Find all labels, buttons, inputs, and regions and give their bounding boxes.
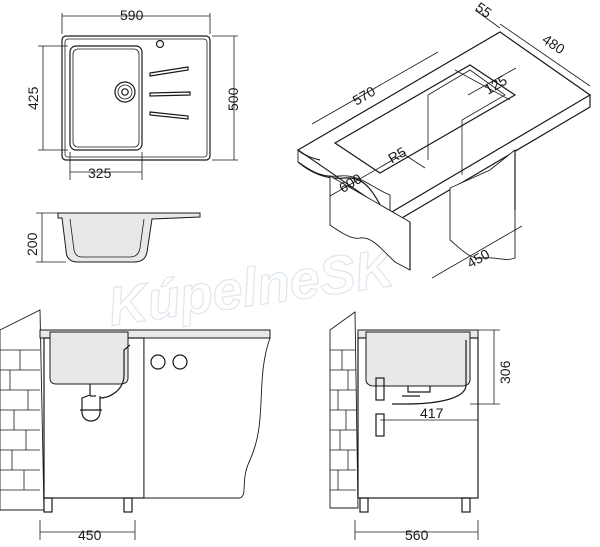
side-trap-lower bbox=[375, 413, 385, 437]
side-leg-right bbox=[461, 497, 471, 513]
dim-560: 560 bbox=[405, 527, 429, 543]
side-view: 306 417 560 bbox=[329, 311, 513, 543]
dim-570: 570 bbox=[350, 83, 378, 109]
dim-500: 500 bbox=[225, 87, 241, 111]
tap-knob-1 bbox=[150, 354, 166, 370]
side-leg-left bbox=[359, 497, 369, 513]
front-bowl bbox=[49, 331, 129, 385]
bowl-inner-top bbox=[72, 48, 140, 148]
section-view: 200 bbox=[24, 212, 201, 263]
bowl-wall-back bbox=[427, 69, 506, 121]
dim-200: 200 bbox=[24, 232, 40, 256]
front-cabinet-break bbox=[143, 337, 271, 499]
dim-590: 590 bbox=[120, 7, 144, 23]
drain-mid bbox=[117, 84, 133, 100]
cabinet-back-wall bbox=[449, 149, 516, 260]
drainer-groove-1 bbox=[149, 66, 189, 77]
front-overflow-pipe bbox=[99, 344, 131, 399]
watermark-text: KúpelneSK bbox=[104, 237, 402, 337]
bowl-outline-top bbox=[69, 45, 143, 151]
dim-425: 425 bbox=[25, 86, 41, 110]
front-siphon bbox=[80, 384, 102, 422]
side-trap-upper bbox=[375, 377, 385, 401]
sink-rim-top bbox=[64, 38, 208, 158]
section-profile bbox=[57, 212, 201, 263]
dim-r5: R5 bbox=[385, 143, 409, 166]
drain-inner bbox=[121, 88, 129, 96]
dim-480: 480 bbox=[539, 31, 567, 57]
tap-hole bbox=[155, 39, 165, 49]
counter-break-left bbox=[297, 149, 321, 161]
side-bowl bbox=[365, 331, 471, 387]
dim-450-front: 450 bbox=[78, 527, 102, 543]
front-leg-right bbox=[123, 497, 133, 513]
dim-55: 55 bbox=[473, 0, 495, 21]
sink-opening bbox=[333, 64, 517, 174]
drainer-groove-2 bbox=[149, 91, 191, 97]
tap-knob-2 bbox=[172, 354, 188, 370]
cabinet-left-side bbox=[329, 175, 411, 271]
front-view: 450 bbox=[0, 309, 271, 543]
drainer-area bbox=[454, 69, 511, 101]
front-leg-left bbox=[43, 497, 53, 513]
isometric-view: 55 480 570 125 R5 600 450 bbox=[296, 0, 592, 279]
side-drain bbox=[402, 386, 431, 397]
dim-325: 325 bbox=[88, 165, 112, 181]
drain-outer bbox=[114, 81, 136, 103]
sink-outline-top bbox=[61, 35, 211, 161]
top-view: 590 500 425 325 bbox=[25, 7, 241, 181]
section-inner bbox=[69, 218, 145, 258]
drainer-groove-3 bbox=[149, 111, 189, 120]
side-pipe bbox=[392, 340, 467, 405]
dim-306: 306 bbox=[497, 360, 513, 384]
dim-417: 417 bbox=[420, 405, 444, 421]
